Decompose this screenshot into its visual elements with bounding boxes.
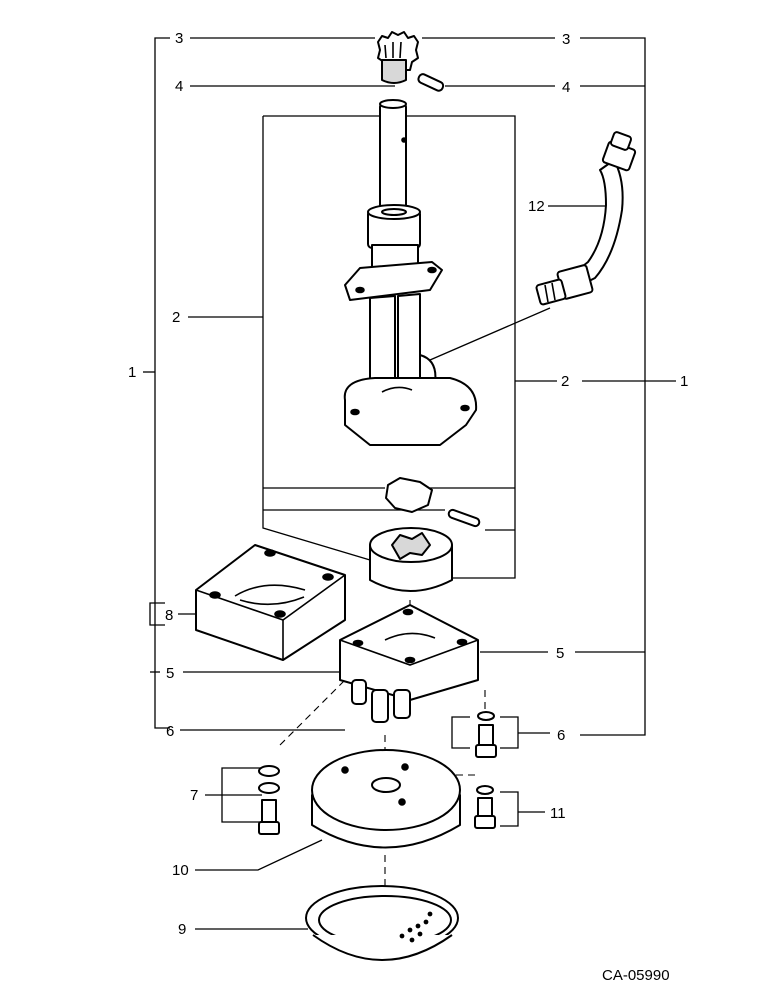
callout-6-right: 6 <box>557 727 565 744</box>
bolts-and-washers <box>258 711 497 835</box>
callout-2-right: 2 <box>561 373 569 390</box>
callout-1-left: 1 <box>128 364 136 381</box>
drive-pin <box>417 73 445 92</box>
callout-3-right: 3 <box>562 31 570 48</box>
callout-1-right: 1 <box>680 373 688 390</box>
callout-2-left: 2 <box>172 309 180 326</box>
oil-tube <box>535 131 637 306</box>
callout-6-left: 6 <box>166 723 174 740</box>
strainer-screen <box>305 885 459 961</box>
callout-3-left: 3 <box>175 30 183 47</box>
pump-housing <box>339 604 479 723</box>
callout-4-right: 4 <box>562 79 570 96</box>
pump-cover <box>195 544 346 661</box>
callout-9: 9 <box>178 921 186 938</box>
callout-8: 8 <box>165 607 173 624</box>
outer-rotor <box>369 527 453 592</box>
callout-11: 11 <box>550 805 566 822</box>
callout-5-right: 5 <box>556 645 564 662</box>
inner-rotor <box>385 477 481 528</box>
callout-labels: 1 1 2 2 3 3 4 4 5 5 6 6 7 8 9 10 11 12 <box>128 30 688 938</box>
callout-12: 12 <box>528 198 545 215</box>
strainer-housing <box>311 749 461 849</box>
callout-4-left: 4 <box>175 78 183 95</box>
callout-5-left: 5 <box>166 665 174 682</box>
callout-7: 7 <box>190 787 198 804</box>
callout-10: 10 <box>172 862 189 879</box>
pump-body <box>343 99 478 446</box>
drive-gear <box>377 31 419 84</box>
figure-code: CA-05990 <box>602 967 670 984</box>
